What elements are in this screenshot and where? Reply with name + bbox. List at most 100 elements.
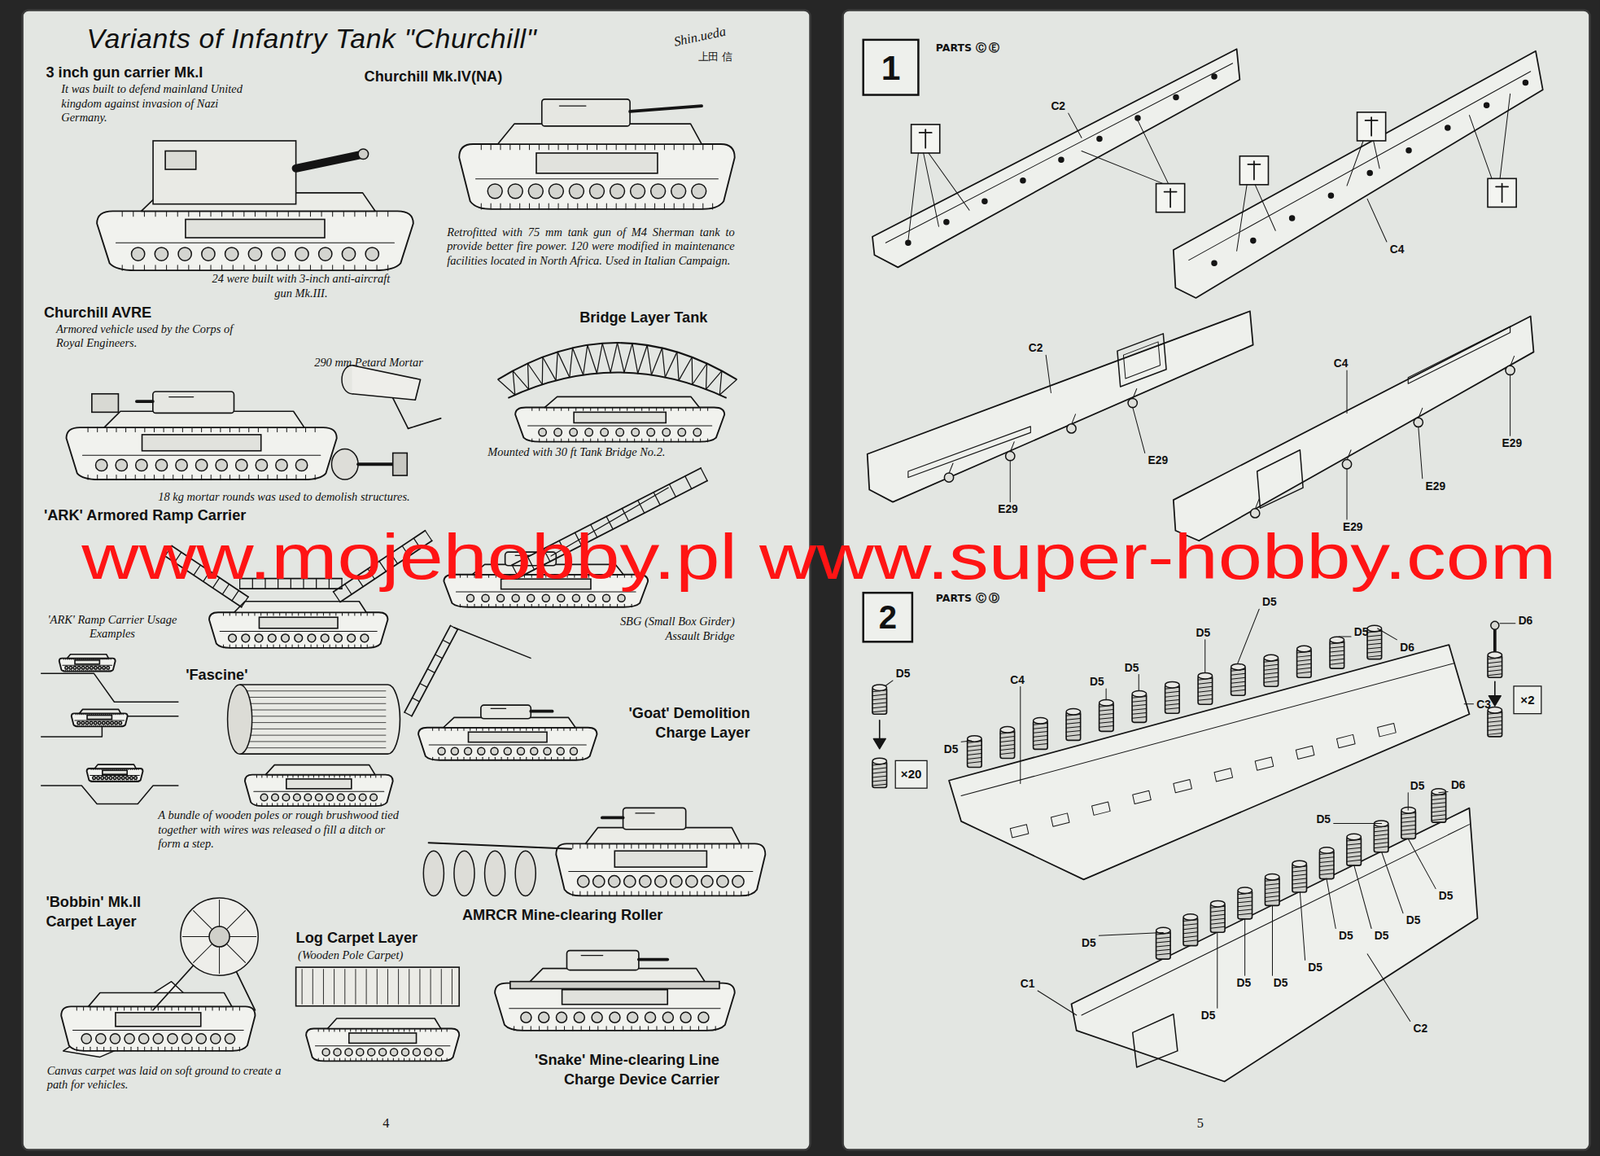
bridge-truss xyxy=(662,347,666,377)
track-tread xyxy=(313,803,315,806)
track-tread xyxy=(74,669,76,671)
spring-coil xyxy=(1197,694,1213,696)
track-tread xyxy=(446,1027,448,1031)
track-tread xyxy=(667,843,669,849)
track-tread xyxy=(711,891,713,897)
track-tread xyxy=(187,265,189,271)
spring-coil xyxy=(1099,721,1115,723)
gun-barrel xyxy=(136,399,154,403)
log xyxy=(430,969,432,1005)
spring-coil xyxy=(1231,689,1246,691)
bridge-truss xyxy=(542,357,556,381)
track-tread xyxy=(108,780,110,782)
track-tread xyxy=(718,843,720,849)
track-tread xyxy=(355,1057,357,1061)
goat-frame xyxy=(454,627,531,659)
road-wheel xyxy=(102,721,106,725)
track-tread xyxy=(210,475,212,481)
d5-spring xyxy=(1033,720,1049,749)
track-run xyxy=(476,178,719,180)
spring-coil xyxy=(1033,730,1049,733)
track-tread xyxy=(201,427,202,433)
track-tread xyxy=(674,891,676,897)
road-wheel xyxy=(556,747,564,755)
bridge-truss xyxy=(542,357,544,385)
road-wheel xyxy=(106,721,110,725)
d5-spring xyxy=(1000,729,1015,758)
track-tread xyxy=(530,1026,532,1031)
track-tread xyxy=(490,203,492,210)
track-run xyxy=(62,664,113,666)
part-label: D5 xyxy=(1438,889,1454,902)
track-tread xyxy=(96,725,98,726)
track-tread xyxy=(602,603,604,607)
track-tread xyxy=(297,644,299,648)
road-wheel xyxy=(424,1048,432,1056)
track-tread xyxy=(490,144,492,150)
track-tread xyxy=(546,438,547,442)
track-tread xyxy=(253,644,255,648)
variant-note: Retrofitted with 75 mm tank gun of M4 Sh… xyxy=(446,224,735,268)
track-tread xyxy=(703,843,705,849)
spring-coil xyxy=(1197,686,1213,688)
spring-coil xyxy=(1165,699,1181,701)
track-tread xyxy=(712,144,713,150)
ramp-rung xyxy=(700,467,708,481)
track-tread xyxy=(409,1057,411,1061)
track-tread xyxy=(499,144,501,150)
road-wheel xyxy=(511,594,520,602)
track-tread xyxy=(276,475,278,481)
log xyxy=(419,969,420,1005)
part-label: D5 xyxy=(1315,813,1331,826)
spring-coil xyxy=(1197,698,1213,700)
track-tread xyxy=(314,475,316,481)
track-tread xyxy=(524,603,525,607)
leader-line xyxy=(1438,791,1448,793)
variant-note: SBG (Small Box Girder) Assault Bridge xyxy=(607,613,735,643)
spring-coil xyxy=(1373,830,1389,832)
road-wheel xyxy=(487,183,503,199)
mortar-round-tail xyxy=(358,462,394,466)
bridge-truss xyxy=(719,379,737,395)
e29-cap xyxy=(1250,508,1260,518)
road-wheel xyxy=(131,247,145,261)
track-tread xyxy=(502,603,504,607)
hull-notch xyxy=(1336,734,1356,748)
track-tread xyxy=(192,1046,193,1051)
frame-hole xyxy=(1173,95,1179,101)
track-tread xyxy=(239,1005,241,1010)
ramp-rail xyxy=(404,625,451,713)
track-tread xyxy=(548,203,550,210)
track-tread xyxy=(519,144,521,150)
track-tread xyxy=(87,475,89,481)
hull-top xyxy=(66,654,109,659)
ramp-rung xyxy=(411,697,420,702)
track-tread xyxy=(81,725,83,726)
track-tread xyxy=(652,891,654,897)
track-tread xyxy=(634,144,636,150)
track-tread xyxy=(372,644,374,648)
track-tread xyxy=(474,603,476,607)
side-pannier xyxy=(87,715,112,720)
track-tread xyxy=(144,265,145,271)
spring-coil xyxy=(1000,752,1015,755)
track-tread xyxy=(118,780,119,782)
track-tread xyxy=(243,210,245,216)
d5-spring xyxy=(1197,675,1213,704)
variant-name: AMRCR Mine-clearing Roller xyxy=(462,905,663,925)
track-tread xyxy=(76,1005,78,1010)
spring-coil xyxy=(1401,820,1417,822)
road-wheel xyxy=(347,633,356,643)
track-tread xyxy=(286,475,288,481)
spring-coil xyxy=(1066,730,1081,732)
spring-coil xyxy=(1099,716,1115,719)
quantity-box: ×2 xyxy=(1512,685,1542,714)
track-tread xyxy=(305,427,307,433)
frame-slot xyxy=(1407,326,1510,384)
track-tread xyxy=(92,669,94,671)
leader-line xyxy=(1237,608,1260,663)
track-tread xyxy=(221,265,223,271)
spring-coil xyxy=(1431,806,1447,809)
e29-cap xyxy=(1127,397,1137,407)
spring-cap xyxy=(1346,833,1362,840)
